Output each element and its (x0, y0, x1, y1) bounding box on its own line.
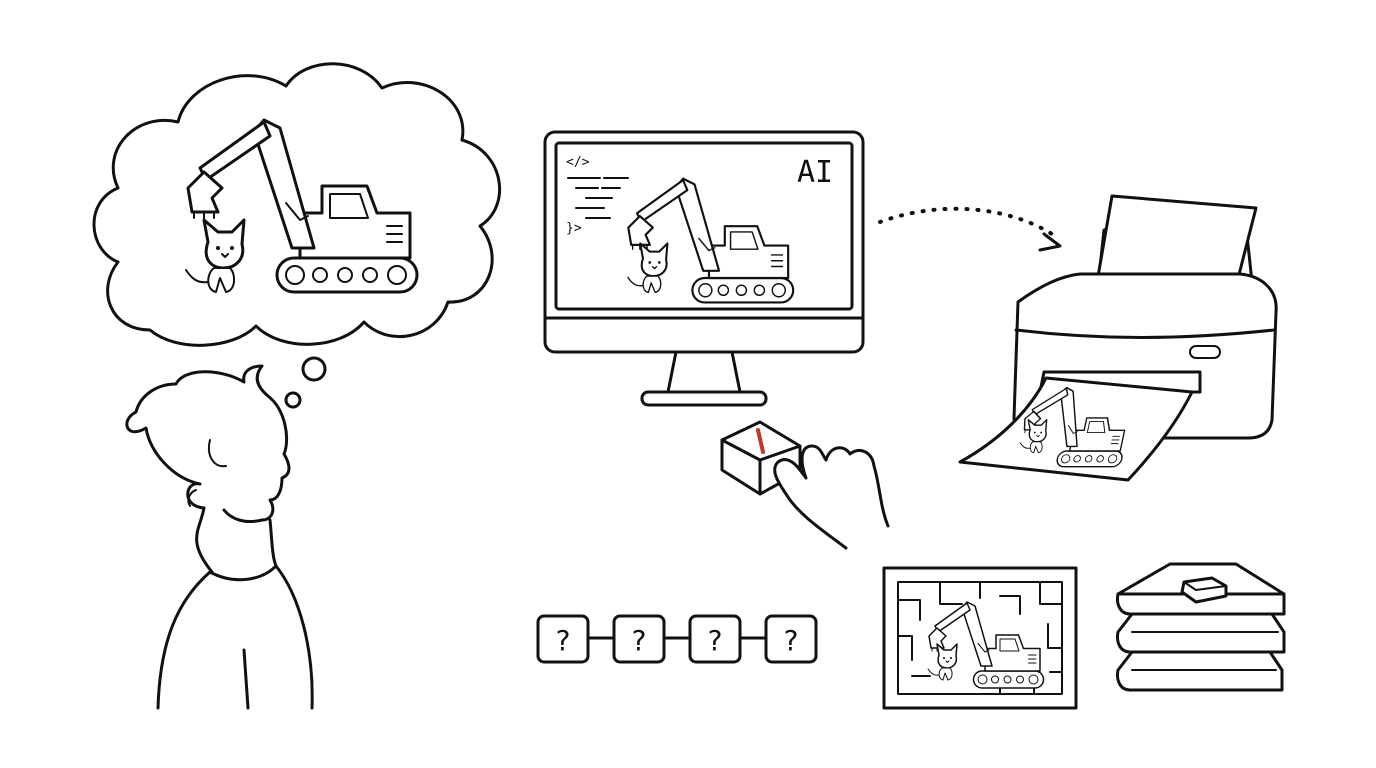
maze-worksheet (882, 566, 1078, 710)
question-box (612, 614, 666, 664)
code-close-tag: }> (566, 221, 582, 236)
question-mark: ? (708, 624, 723, 657)
button-highlight (756, 428, 765, 454)
book-stack (1116, 562, 1286, 692)
printer-status-button (1189, 345, 1221, 359)
question-mark: ? (556, 624, 571, 657)
question-box (536, 614, 590, 664)
code-open-tag: </> (566, 155, 590, 170)
question-mark: ? (784, 624, 799, 657)
printed-page (958, 376, 1194, 482)
computer-monitor: </> }> AI (543, 130, 865, 407)
child-figure (125, 364, 314, 710)
thought-cloud (92, 62, 502, 409)
question-box (764, 614, 818, 664)
pointing-hand (773, 444, 890, 550)
question-box (688, 614, 742, 664)
thought-bubble-dot (301, 356, 327, 382)
dotted-arrow (878, 206, 1062, 252)
question-mark: ? (632, 624, 647, 657)
cat-drawing (184, 218, 246, 294)
thought-bubble-dot (284, 391, 302, 409)
question-box-chain: ? ? ? ? (536, 614, 818, 664)
book-button (1180, 576, 1228, 604)
screen-ai-label: AI (797, 155, 833, 190)
